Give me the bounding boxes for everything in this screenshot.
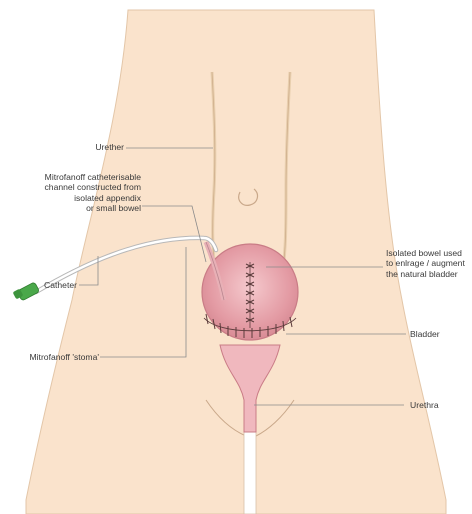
label-isolated-bowel: Isolated bowel used to enlrage / augment… (386, 248, 470, 279)
label-mitrofanoff-stoma: Mitrofanoff 'stoma' (10, 352, 99, 362)
label-urether: Urether (60, 142, 124, 152)
label-urethra: Urethra (410, 400, 460, 410)
label-mitrofanoff-channel: Mitrofanoff catheterisable channel const… (14, 172, 141, 214)
label-bladder: Bladder (410, 329, 460, 339)
urethra-channel (244, 432, 256, 514)
label-catheter: Catheter (20, 280, 77, 290)
